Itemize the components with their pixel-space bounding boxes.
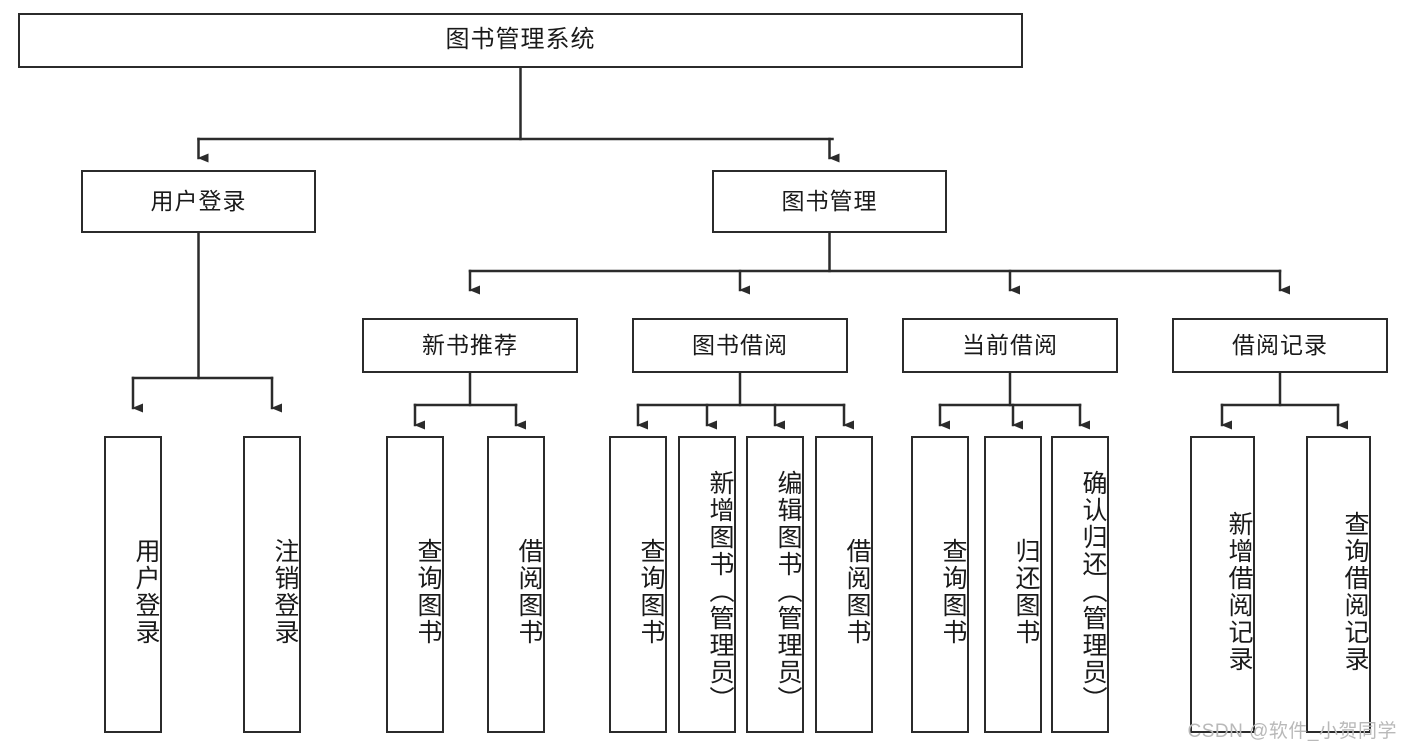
node-query-book-1[interactable]: 查询图书	[386, 436, 444, 733]
node-confirm-return[interactable]: 确认归还（管理员）	[1051, 436, 1109, 733]
node-query-book-3[interactable]: 查询图书	[911, 436, 969, 733]
node-query-borrow-rec[interactable]: 查询借阅记录	[1306, 436, 1371, 733]
node-label: 注销登录	[271, 537, 299, 646]
node-label: 新增图书（管理员）	[706, 470, 734, 713]
node-return-book[interactable]: 归还图书	[984, 436, 1042, 733]
node-label: 用户登录	[132, 537, 160, 646]
node-label: 查询图书	[939, 537, 967, 646]
node-edit-book-admin[interactable]: 编辑图书（管理员）	[746, 436, 804, 733]
node-borrow-book-1[interactable]: 借阅图书	[487, 436, 545, 733]
node-borrow-record[interactable]: 借阅记录	[1172, 318, 1388, 373]
node-add-book-admin[interactable]: 新增图书（管理员）	[678, 436, 736, 733]
node-book-manage[interactable]: 图书管理	[712, 170, 947, 233]
node-label: 新增借阅记录	[1225, 510, 1253, 673]
node-borrow-book-2[interactable]: 借阅图书	[815, 436, 873, 733]
node-label: 确认归还（管理员）	[1079, 470, 1107, 713]
node-add-borrow-rec[interactable]: 新增借阅记录	[1190, 436, 1255, 733]
csdn-watermark: CSDN @软件_小贺同学	[1187, 721, 1397, 742]
node-label: 借阅图书	[515, 537, 543, 646]
node-label: 编辑图书（管理员）	[774, 470, 802, 713]
node-label: 查询借阅记录	[1341, 510, 1369, 673]
node-user-login[interactable]: 用户登录	[104, 436, 162, 733]
node-current-borrow[interactable]: 当前借阅	[902, 318, 1118, 373]
node-root[interactable]: 图书管理系统	[18, 13, 1023, 68]
node-user-login[interactable]: 用户登录	[81, 170, 316, 233]
node-label: 查询图书	[414, 537, 442, 646]
node-book-borrow[interactable]: 图书借阅	[632, 318, 848, 373]
node-label: 借阅图书	[843, 537, 871, 646]
node-label: 查询图书	[637, 537, 665, 646]
node-new-book-recommend[interactable]: 新书推荐	[362, 318, 578, 373]
node-query-book-2[interactable]: 查询图书	[609, 436, 667, 733]
node-logout-login[interactable]: 注销登录	[243, 436, 301, 733]
node-label: 归还图书	[1012, 537, 1040, 646]
